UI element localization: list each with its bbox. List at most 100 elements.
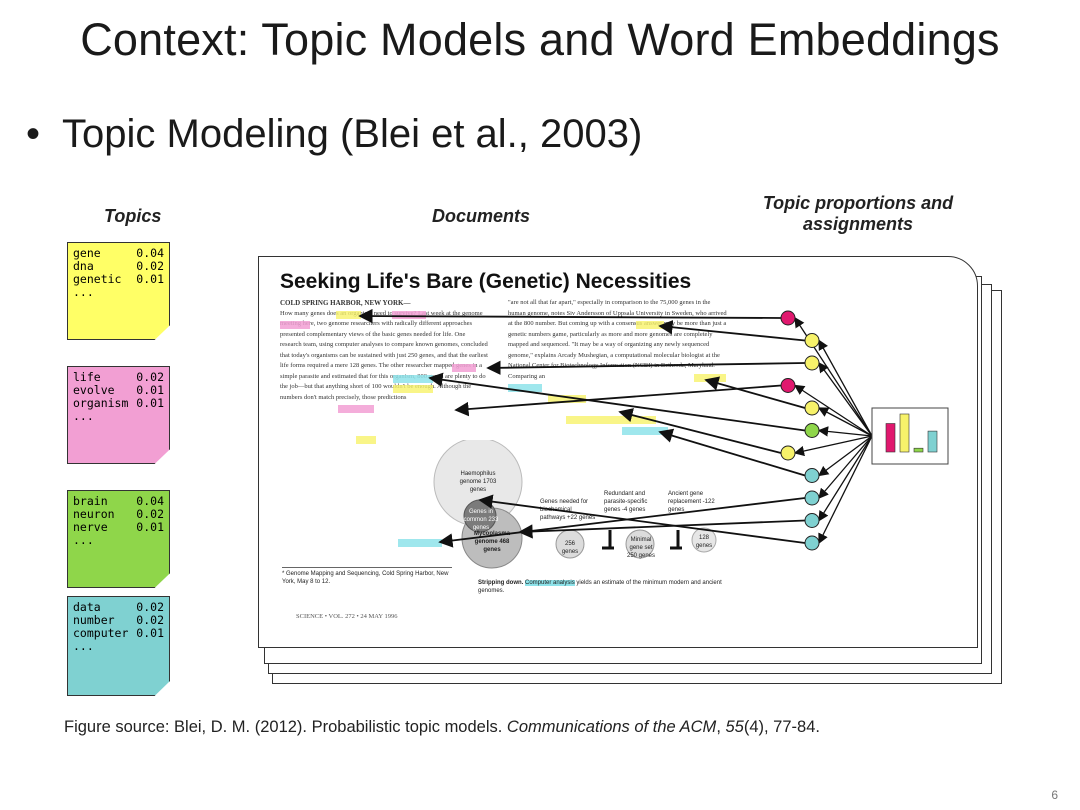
assignment-arrow <box>478 494 806 544</box>
topic-prob: 0.01 <box>136 520 164 534</box>
bullet-item: •Topic Modeling (Blei et al., 2003) <box>26 112 642 157</box>
proportion-arrow <box>818 435 873 499</box>
diagram-circle-small <box>625 529 655 559</box>
topic-prob: 0.01 <box>136 396 164 410</box>
proportion-arrow <box>818 435 873 522</box>
gene-diagram <box>433 440 717 569</box>
diagram-circle-small <box>691 527 717 553</box>
document-figure-caption: Stripping down. Computer analysis yields… <box>478 579 728 595</box>
topic-word: number <box>73 613 115 627</box>
topic-word: genetic <box>73 272 122 286</box>
topic-word: gene <box>73 246 101 260</box>
highlight-gene <box>336 311 361 319</box>
highlight-genomes <box>393 385 433 393</box>
figure-caption-bold: Stripping down. <box>478 580 524 586</box>
topic-assignment-dot <box>804 423 820 438</box>
assignment-arrow <box>438 497 806 548</box>
highlight-predictions <box>398 539 442 547</box>
figure-caption-highlight: Computer analysis <box>525 580 575 586</box>
assignment-arrow <box>428 372 806 432</box>
caption-volume: 55 <box>725 718 744 736</box>
topic-proportion-bar <box>927 430 938 453</box>
caption-journal: Communications of the ACM <box>506 718 717 736</box>
topic-assignment-dot <box>780 378 796 393</box>
highlight-numbers <box>508 384 542 392</box>
topic-assignment-dot <box>804 355 820 371</box>
proportion-arrow <box>817 435 873 477</box>
topic-assignment-dot <box>804 535 820 551</box>
topic-prob: 0.02 <box>136 370 164 384</box>
document-col1-text: How many genes does an organism need to … <box>280 309 488 401</box>
topic-word: life <box>73 370 101 384</box>
assignment-arrow <box>618 408 782 454</box>
document-title: Seeking Life's Bare (Genetic) Necessitie… <box>280 270 692 293</box>
highlight-computational <box>622 427 668 435</box>
proportion-arrow <box>817 407 873 437</box>
highlight-genes-2 <box>636 321 664 329</box>
topic-prob: 0.01 <box>136 383 164 397</box>
topic-proportion-bar <box>899 413 910 453</box>
diagram-label-large: Haemophilus genome 1703 genes <box>459 471 497 493</box>
highlight-organisms <box>338 405 374 413</box>
topics-header: Topics <box>104 206 162 226</box>
highlight-life <box>452 364 476 372</box>
page-number: 6 <box>1051 788 1058 802</box>
topic-word: data <box>73 600 101 614</box>
topic-ellipsis: ... <box>73 639 94 653</box>
document-footnote: * Genome Mapping and Sequencing, Cold Sp… <box>282 567 452 586</box>
highlight-survive <box>280 321 310 329</box>
diagram-label-c: Ancient gene replacement -122 genes <box>668 491 715 513</box>
assignment-arrow <box>486 360 806 376</box>
topic-prob: 0.02 <box>136 507 164 521</box>
highlight-sequenced <box>566 416 656 424</box>
proportion-arrow <box>793 384 873 437</box>
topic-word: organism <box>73 396 129 410</box>
proportion-arrow <box>793 435 873 457</box>
highlight-organism <box>392 311 426 319</box>
topic-word: computer <box>73 626 129 640</box>
highlight-genomes-2 <box>548 395 586 403</box>
proportion-arrow <box>817 426 873 437</box>
assignment-arrow <box>704 376 806 409</box>
figure-source-caption: Figure source: Blei, D. M. (2012). Proba… <box>64 718 820 737</box>
topic-word: dna <box>73 259 94 273</box>
topic-word: evolve <box>73 383 115 397</box>
assignment-arrow <box>358 308 782 324</box>
slide-title: Context: Topic Models and Word Embedding… <box>80 14 1000 65</box>
document-dateline: COLD SPRING HARBOR, NEW YORK— <box>280 299 411 307</box>
topic-proportion-bar <box>913 447 924 453</box>
diagram-label-small-3: 128 genes <box>695 535 713 549</box>
highlight-computer <box>393 375 433 383</box>
diagram-arrow-step <box>602 530 614 550</box>
diagram-label-b: Redundant and parasite-specific genes -4… <box>604 491 648 513</box>
topic-word: nerve <box>73 520 108 534</box>
topic-ellipsis: ... <box>73 285 94 299</box>
assignment-arrow <box>518 519 806 539</box>
topic-ellipsis: ... <box>73 409 94 423</box>
topic-assignment-dot <box>804 513 820 528</box>
topic-prob: 0.02 <box>136 600 164 614</box>
topic-prob: 0.02 <box>136 613 164 627</box>
proportion-arrow <box>818 435 873 545</box>
caption-sep: , <box>716 718 726 736</box>
bullet-text: Topic Modeling (Blei et al., 2003) <box>62 112 643 156</box>
topic-word: neuron <box>73 507 115 521</box>
caption-prefix: Figure source: Blei, D. M. (2012). Proba… <box>64 718 507 736</box>
topic-assignment-dot <box>804 333 820 348</box>
topic-word: brain <box>73 494 108 508</box>
assignment-arrow <box>658 428 806 477</box>
proportion-arrow <box>818 361 873 437</box>
topic-assignment-dot <box>804 490 820 506</box>
documents-header: Documents <box>432 206 531 226</box>
proportions-header-line2: assignments <box>802 214 914 234</box>
proportions-header-line1: Topic proportions and <box>762 193 954 213</box>
proportion-arrow <box>818 339 873 437</box>
proportions-header: Topic proportions and assignments <box>758 193 958 235</box>
topic-prob: 0.01 <box>136 626 164 640</box>
document-footer: SCIENCE • VOL. 272 • 24 MAY 1996 <box>296 613 398 620</box>
diagram-label-small-2: Minimal gene set 250 genes <box>626 537 656 559</box>
caption-rest: (4), 77-84. <box>743 718 820 736</box>
